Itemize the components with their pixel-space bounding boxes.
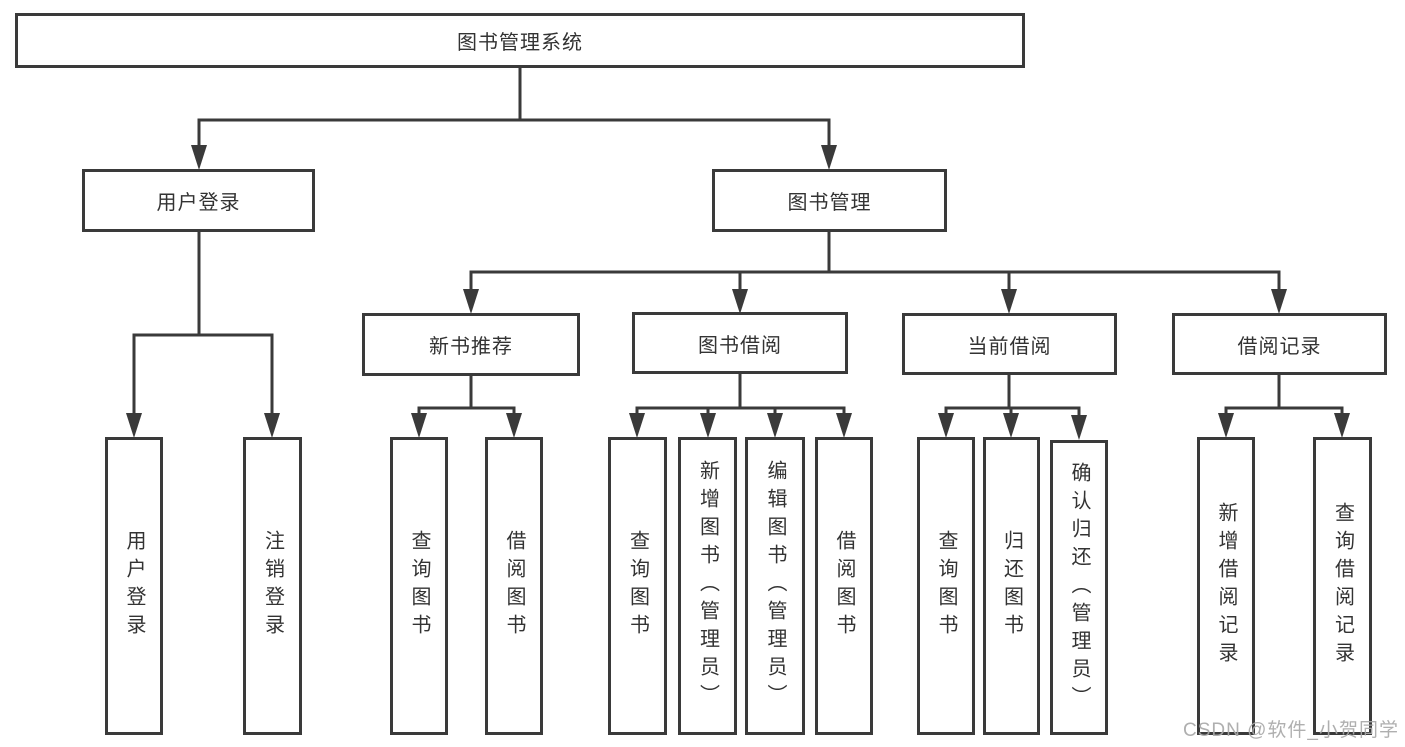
- node-current-borrowing-label: 当前借阅: [967, 335, 1052, 358]
- connector-user-login-to-leaves: [126, 230, 280, 438]
- leaf-borrow-books-label: 借阅图书: [833, 530, 855, 642]
- leaf-return-books: 归还图书: [983, 437, 1040, 735]
- connector-borrow-records-to-leaves: [1218, 375, 1350, 438]
- node-new-book-recommend: 新书推荐: [362, 313, 580, 376]
- leaf-add-borrow-record-label: 新增借阅记录: [1215, 502, 1237, 670]
- leaf-borrow-books-label: 借阅图书: [503, 530, 525, 642]
- leaf-borrow-books: 借阅图书: [485, 437, 543, 735]
- leaf-query-books-label: 查询图书: [935, 530, 957, 642]
- node-book-management: 图书管理: [712, 169, 947, 232]
- leaf-edit-books-admin-label: 编辑图书（管理员）: [764, 460, 786, 712]
- connector-root-to-level2: [191, 66, 837, 170]
- leaf-query-books-label: 查询图书: [626, 530, 649, 642]
- node-borrowing-records: 借阅记录: [1172, 313, 1387, 375]
- leaf-user-login-label: 用户登录: [123, 530, 145, 642]
- node-user-login-label: 用户登录: [156, 192, 241, 214]
- leaf-logout-label: 注销登录: [261, 530, 284, 642]
- leaf-return-books-label: 归还图书: [1000, 530, 1023, 642]
- leaf-user-login: 用户登录: [105, 437, 163, 735]
- leaf-edit-books-admin: 编辑图书（管理员）: [745, 437, 805, 735]
- connector-current-borrow-to-leaves: [938, 375, 1087, 440]
- leaf-borrow-books: 借阅图书: [815, 437, 873, 735]
- node-new-book-recommend-label: 新书推荐: [429, 336, 513, 358]
- node-borrowing-records-label: 借阅记录: [1237, 335, 1322, 358]
- connector-book-mgmt-to-level3: [463, 230, 1287, 314]
- csdn-watermark: CSDN @软件_小贺同学: [1183, 720, 1399, 741]
- node-root: 图书管理系统: [15, 13, 1025, 68]
- leaf-add-books-admin-label: 新增图书（管理员）: [696, 460, 719, 712]
- leaf-query-books-label: 查询图书: [408, 530, 430, 642]
- leaf-query-borrow-record-label: 查询借阅记录: [1331, 502, 1354, 670]
- leaf-confirm-return-admin-label: 确认归还（管理员）: [1068, 461, 1090, 714]
- leaf-add-books-admin: 新增图书（管理员）: [678, 437, 737, 735]
- leaf-query-books: 查询图书: [917, 437, 975, 735]
- leaf-query-books: 查询图书: [390, 437, 448, 735]
- node-root-label: 图书管理系统: [457, 32, 583, 54]
- node-user-login: 用户登录: [82, 169, 315, 232]
- connector-book-borrow-to-leaves: [629, 372, 852, 438]
- connector-new-book-to-leaves: [411, 375, 522, 438]
- leaf-logout: 注销登录: [243, 437, 302, 735]
- node-book-management-label: 图书管理: [787, 192, 872, 214]
- leaf-add-borrow-record: 新增借阅记录: [1197, 437, 1255, 735]
- leaf-confirm-return-admin: 确认归还（管理员）: [1050, 440, 1108, 735]
- node-current-borrowing: 当前借阅: [902, 313, 1117, 375]
- leaf-query-borrow-record: 查询借阅记录: [1313, 437, 1372, 735]
- leaf-query-books: 查询图书: [608, 437, 667, 735]
- node-book-borrowing-label: 图书借阅: [698, 334, 782, 357]
- node-book-borrowing: 图书借阅: [632, 312, 848, 374]
